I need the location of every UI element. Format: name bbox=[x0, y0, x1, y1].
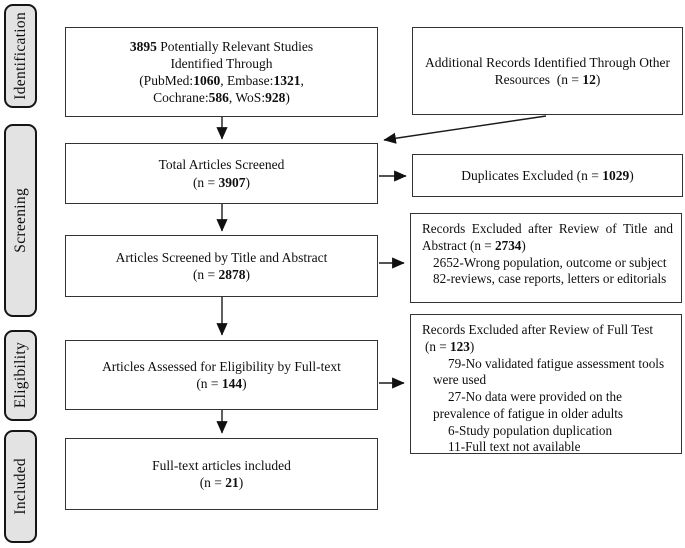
box-excluded-fulltext: Records Excluded after Review of Full Te… bbox=[410, 314, 682, 454]
text-line: Articles Screened by Title and Abstract bbox=[115, 249, 328, 265]
stage-screening-label: Screening bbox=[11, 188, 29, 253]
text-line: (PubMed:1060, Embase:1321, bbox=[139, 73, 304, 88]
stage-included: Included bbox=[4, 430, 37, 543]
text-line: 82-reviews, case reports, letters or edi… bbox=[433, 271, 667, 287]
text-line: Abstract (n = 2734) bbox=[422, 237, 526, 253]
box-duplicates-excluded: Duplicates Excluded (n = 1029) bbox=[412, 154, 683, 197]
stage-identification: Identification bbox=[4, 4, 37, 108]
stage-eligibility-label: Eligibility bbox=[11, 342, 29, 409]
text-line: (n = 2878) bbox=[192, 267, 251, 282]
text-line: 6-Study population duplication bbox=[448, 422, 613, 438]
text-line: (n = 144) bbox=[196, 376, 247, 391]
text-line: Total Articles Screened bbox=[158, 157, 285, 173]
text-line: 3895 Potentially Relevant Studies bbox=[129, 38, 314, 54]
stage-included-label: Included bbox=[11, 458, 29, 515]
stage-identification-label: Identification bbox=[11, 12, 29, 100]
text-line: Articles Assessed for Eligibility by Ful… bbox=[102, 358, 341, 374]
text-line: Records Excluded after Review of Title a… bbox=[422, 221, 673, 236]
text-line: Resources (n = 12) bbox=[494, 72, 601, 87]
text-line: Duplicates Excluded (n = 1029) bbox=[461, 167, 634, 183]
text-line: Identified Through bbox=[170, 55, 273, 71]
arrow-additional-to-total bbox=[383, 115, 547, 144]
text-line: Cochrane:586, WoS:928) bbox=[153, 90, 290, 106]
text-line: 2652-Wrong population, outcome or subjec… bbox=[433, 254, 667, 270]
text-line: 11-Full text not available bbox=[448, 439, 581, 455]
text-line: (n = 3907) bbox=[192, 174, 251, 190]
text-line: prevalence of fatigue in older adults bbox=[433, 405, 624, 421]
box-title-abstract-screened: Articles Screened by Title and Abstract (… bbox=[65, 235, 378, 297]
box-excluded-title-abstract: Records Excluded after Review of Title a… bbox=[410, 213, 682, 303]
text-line: 27-No data were provided on the bbox=[448, 389, 622, 405]
text-line: (n = 123) bbox=[425, 338, 475, 354]
text-line: (n = 21) bbox=[199, 475, 244, 490]
stage-screening: Screening bbox=[4, 124, 37, 317]
text-line: Full-text articles included bbox=[152, 457, 291, 473]
text-line: Additional Records Identified Through Ot… bbox=[425, 54, 670, 70]
box-fulltext-assessed: Articles Assessed for Eligibility by Ful… bbox=[65, 340, 378, 410]
text-line: 79-No validated fatigue assessment tools bbox=[448, 355, 665, 371]
box-total-screened: Total Articles Screened(n = 3907) bbox=[65, 143, 378, 204]
stage-eligibility: Eligibility bbox=[4, 330, 37, 421]
text-line: Records Excluded after Review of Full Te… bbox=[422, 322, 654, 337]
box-additional-records: Additional Records Identified Through Ot… bbox=[412, 27, 683, 115]
text-line: were used bbox=[433, 372, 487, 388]
box-fulltext-included: Full-text articles included (n = 21) bbox=[65, 438, 378, 510]
